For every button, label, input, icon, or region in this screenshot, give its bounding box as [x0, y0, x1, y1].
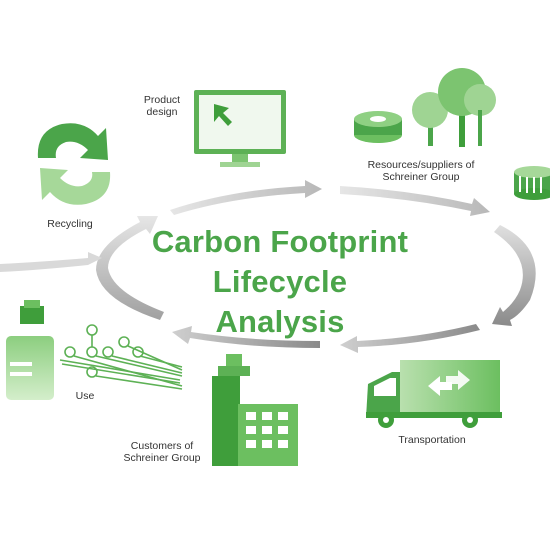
recycle-arrows-icon	[37, 123, 111, 205]
cycle-arrow-top-left	[170, 180, 322, 215]
buildings-icon	[212, 354, 298, 466]
label-use-line1: Use	[75, 390, 95, 402]
cycle-arrows	[0, 180, 536, 353]
cycle-arrow-right	[492, 225, 536, 326]
label-resources-line2: Schreiner Group	[382, 171, 460, 183]
diagram-title-line2: Lifecycle Analysis	[212, 264, 348, 339]
cycle-arrow-bottom-middle	[172, 326, 320, 348]
cycle-arrow-bottom-right	[340, 324, 480, 353]
monitor-cursor-icon	[194, 90, 286, 167]
label-resources: Resources/suppliers of Schreiner Group	[352, 159, 490, 183]
label-transportation: Transportation	[384, 434, 480, 446]
cycle-arrow-left	[96, 216, 164, 320]
label-customers: Customers of Schreiner Group	[114, 440, 210, 464]
trees-and-rolls-icon	[354, 68, 496, 147]
truck-icon	[366, 360, 502, 428]
diagram-title: Carbon Footprint Lifecycle Analysis	[150, 222, 410, 342]
label-transportation-line1: Transportation	[398, 434, 466, 446]
cycle-arrow-far-left	[0, 252, 102, 272]
label-recycling: Recycling	[40, 218, 100, 230]
label-resources-line1: Resources/suppliers of	[367, 159, 475, 171]
cycle-arrow-top-right	[340, 186, 490, 216]
label-recycling-line1: Recycling	[47, 218, 93, 230]
label-product-design-line1: Product	[143, 94, 181, 106]
diagram-title-line1: Carbon Footprint	[151, 224, 409, 259]
label-product-design: Product design	[130, 94, 194, 118]
label-use: Use	[70, 390, 100, 402]
bottle-circuit-icon	[6, 300, 183, 400]
label-customers-line1: Customers of	[130, 440, 194, 452]
label-customers-line2: Schreiner Group	[123, 452, 201, 464]
label-product-design-line2: design	[146, 106, 178, 118]
tape-roll-icon	[514, 166, 550, 200]
